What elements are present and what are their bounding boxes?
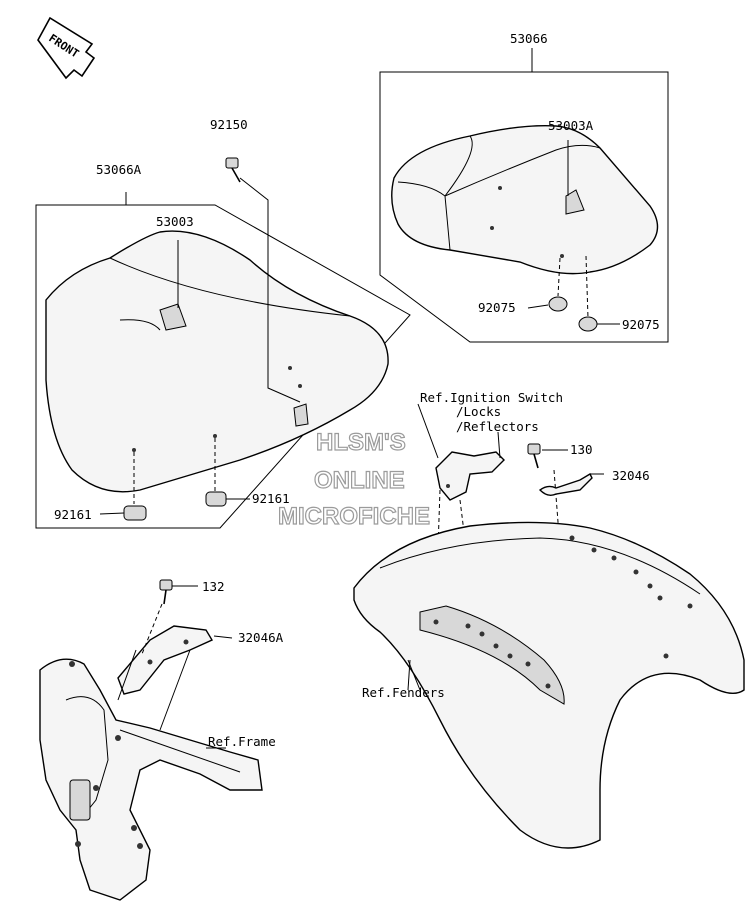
- rubber-damper-right: [578, 316, 598, 332]
- rubber-cushion-right: [205, 491, 227, 507]
- label-ref-frame: Ref.Frame: [208, 734, 276, 749]
- front-arrow-icon: FRONT: [37, 16, 96, 80]
- rear-seat: [391, 125, 659, 275]
- front-seat: [45, 230, 389, 493]
- label-53003: 53003: [156, 214, 194, 229]
- label-ref-ignition-2: /Locks: [456, 404, 501, 419]
- label-130: 130: [570, 442, 593, 457]
- bolt-132: [159, 579, 198, 605]
- watermark: HLSM'S ONLINE MICROFICHE: [277, 428, 430, 530]
- front-seat-group: [35, 192, 411, 529]
- label-53066: 53066: [510, 31, 548, 46]
- rubber-damper-left: [548, 296, 568, 312]
- frame: [39, 658, 263, 901]
- rear-fender: [353, 521, 745, 849]
- watermark-line3: MICROFICHE: [278, 503, 430, 530]
- label-92161-right: 92161: [252, 491, 290, 506]
- bolt-92150: [225, 157, 301, 403]
- label-ref-fenders: Ref.Fenders: [362, 685, 445, 700]
- bracket-32046: [538, 473, 604, 497]
- label-53066A: 53066A: [96, 162, 142, 177]
- rubber-cushion-left: [123, 505, 147, 521]
- label-ref-ignition-3: /Reflectors: [456, 419, 539, 434]
- ignition-bracket: [435, 431, 505, 549]
- label-132: 132: [202, 579, 225, 594]
- label-32046: 32046: [612, 468, 650, 483]
- watermark-line2: ONLINE: [314, 467, 405, 494]
- label-92075-left: 92075: [478, 300, 516, 315]
- bracket-32046A: [117, 603, 233, 731]
- label-92075-right: 92075: [622, 317, 660, 332]
- label-92161-left: 92161: [54, 507, 92, 522]
- rear-seat-group: [379, 48, 669, 343]
- watermark-line1: HLSM'S: [316, 429, 406, 456]
- label-ref-ignition-1: Ref.Ignition Switch: [420, 390, 563, 405]
- label-92150: 92150: [210, 117, 248, 132]
- label-32046A: 32046A: [238, 630, 284, 645]
- label-53003A: 53003A: [548, 118, 594, 133]
